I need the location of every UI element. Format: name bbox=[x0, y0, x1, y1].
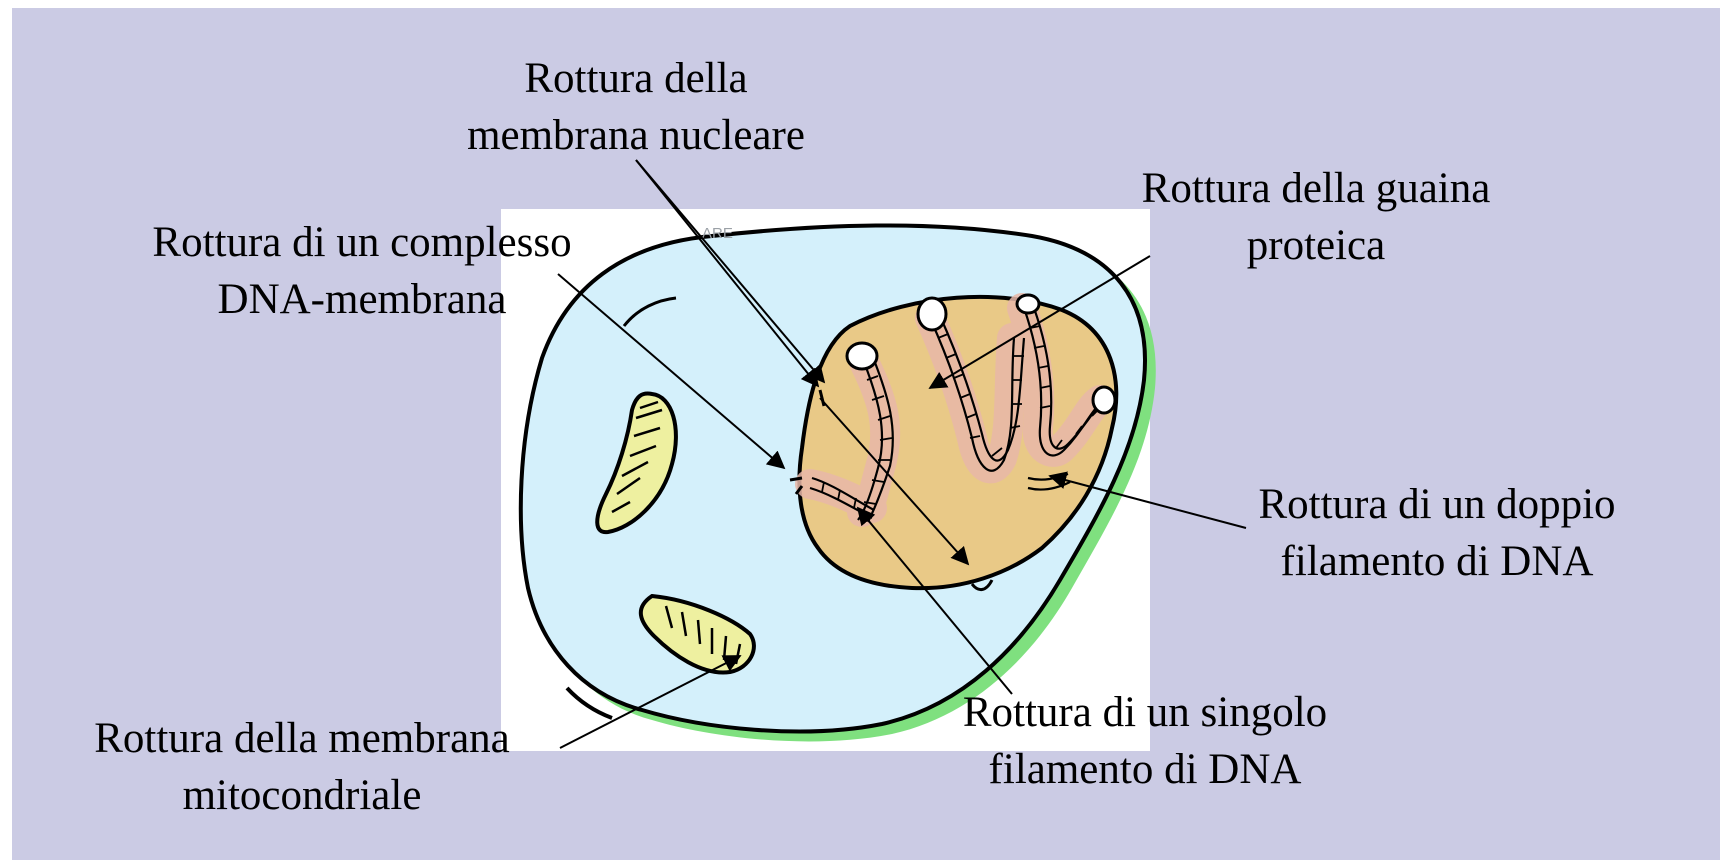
faint-artifact-text: ARE bbox=[702, 225, 733, 242]
label-mitochondrial-membrane-line1: Rottura della membrana bbox=[42, 710, 562, 767]
label-double-strand-line1: Rottura di un doppio bbox=[1212, 476, 1662, 533]
label-protein-sheath-line2: proteica bbox=[1096, 217, 1536, 274]
label-single-strand: Rottura di un singolo filamento di DNA bbox=[920, 684, 1370, 798]
label-protein-sheath: Rottura della guaina proteica bbox=[1096, 160, 1536, 274]
label-nuclear-membrane-line2: membrana nucleare bbox=[406, 107, 866, 164]
label-dna-membrane-complex: Rottura di un complesso DNA-membrana bbox=[102, 214, 622, 328]
label-dna-membrane-complex-line2: DNA-membrana bbox=[102, 271, 622, 328]
slide: ARE bbox=[12, 8, 1720, 860]
label-protein-sheath-line1: Rottura della guaina bbox=[1096, 160, 1536, 217]
label-nuclear-membrane-line1: Rottura della bbox=[406, 50, 866, 107]
label-double-strand: Rottura di un doppio filamento di DNA bbox=[1212, 476, 1662, 590]
label-dna-membrane-complex-line1: Rottura di un complesso bbox=[102, 214, 622, 271]
label-mitochondrial-membrane: Rottura della membrana mitocondriale bbox=[42, 710, 562, 824]
label-single-strand-line1: Rottura di un singolo bbox=[920, 684, 1370, 741]
label-nuclear-membrane: Rottura della membrana nucleare bbox=[406, 50, 866, 164]
label-double-strand-line2: filamento di DNA bbox=[1212, 533, 1662, 590]
label-mitochondrial-membrane-line2: mitocondriale bbox=[42, 767, 562, 824]
label-single-strand-line2: filamento di DNA bbox=[920, 741, 1370, 798]
